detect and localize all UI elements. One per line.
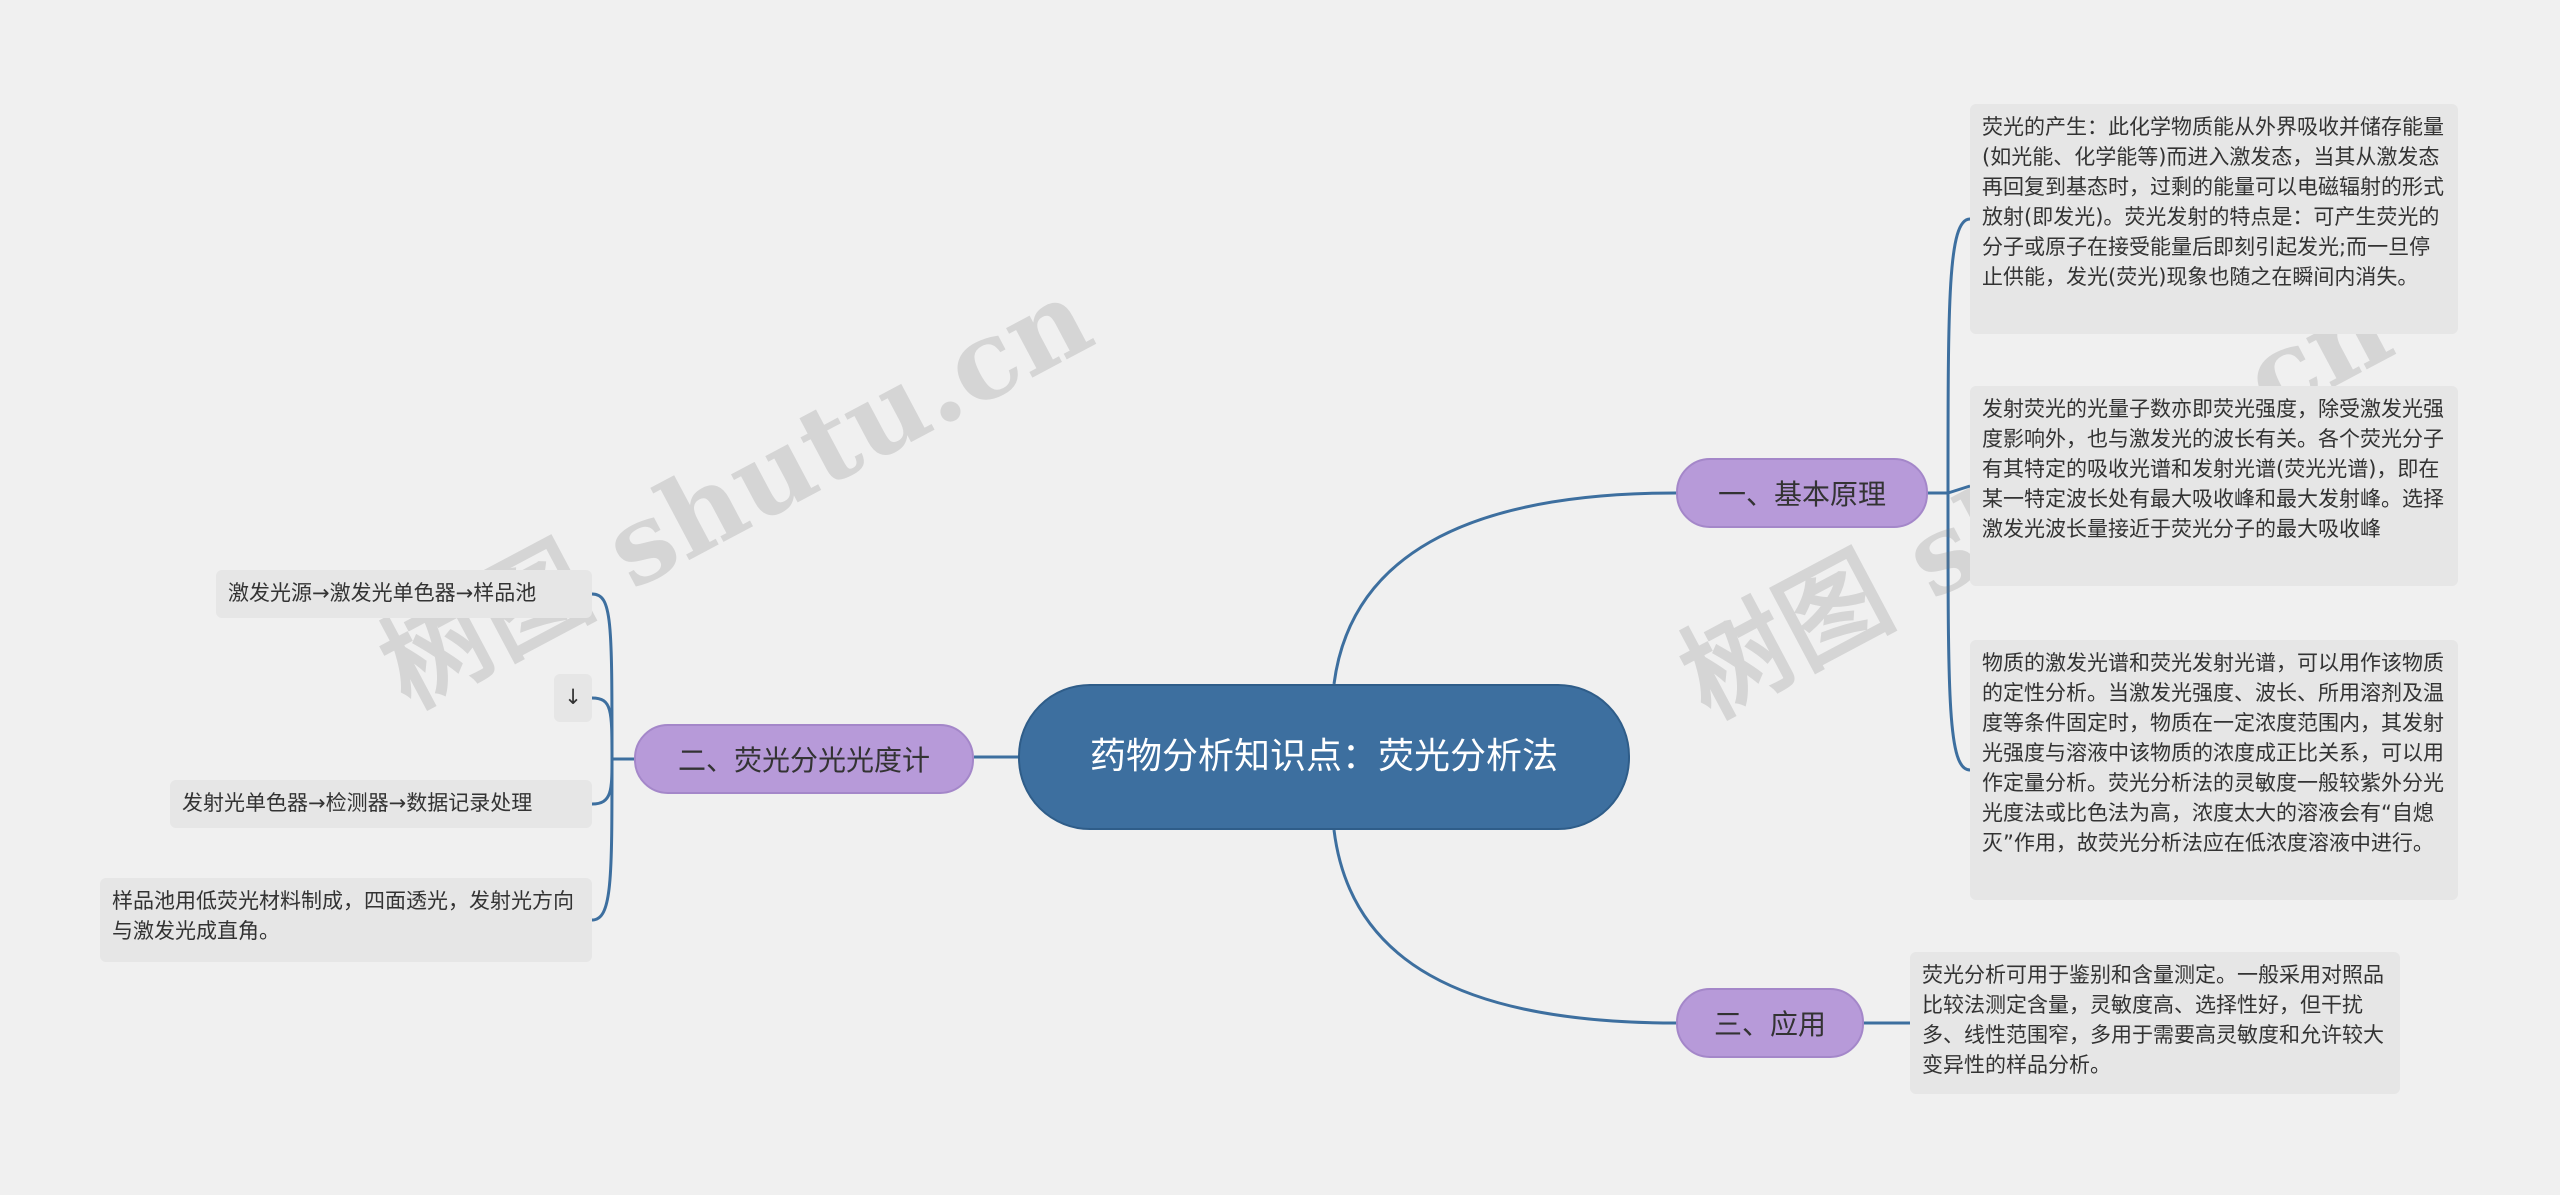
connector-branch2-leaf3	[591, 758, 614, 806]
connector-root-branch3	[1332, 829, 1677, 1025]
branch-spectrofluorometer[interactable]: 二、荧光分光光度计	[634, 724, 974, 794]
root-topic-title: 药物分析知识点：荧光分析法	[1089, 736, 1558, 777]
connector-root-branch1	[1332, 491, 1677, 685]
connector-branch2-leaf2	[591, 696, 614, 760]
leaf-arrow-down[interactable]: ↓	[554, 674, 592, 722]
connector-branch2-leaf4	[591, 758, 614, 922]
branch-label: 一、基本原理	[1717, 478, 1886, 511]
leaf-fluorescence-intensity[interactable]: 发射荧光的光量子数亦即荧光强度，除受激发光强度影响外，也与激发光的波长有关。各个…	[1970, 386, 2458, 586]
leaf-application-detail[interactable]: 荧光分析可用于鉴别和含量测定。一般采用对照品比较法测定含量，灵敏度高、选择性好，…	[1910, 952, 2400, 1094]
connector-branch2-leaf1	[591, 592, 614, 760]
leaf-fluorescence-generation[interactable]: 荧光的产生：此化学物质能从外界吸收并储存能量(如光能、化学能等)而进入激发态，当…	[1970, 104, 2458, 334]
connector-branch1-leaf3	[1946, 492, 1971, 772]
leaf-excitation-path[interactable]: 激发光源→激发光单色器→样品池	[216, 570, 592, 618]
branch-basic-principle[interactable]: 一、基本原理	[1676, 458, 1928, 528]
leaf-qualitative-quantitative[interactable]: 物质的激发光谱和荧光发射光谱，可以用作该物质的定性分析。当激发光强度、波长、所用…	[1970, 640, 2458, 900]
branch-label: 二、荧光分光光度计	[677, 744, 930, 777]
leaf-sample-cell[interactable]: 样品池用低荧光材料制成，四面透光，发射光方向与激发光成直角。	[100, 878, 592, 962]
root-topic[interactable]: 药物分析知识点：荧光分析法	[1018, 684, 1630, 830]
leaf-emission-path[interactable]: 发射光单色器→检测器→数据记录处理	[170, 780, 592, 828]
branch-application[interactable]: 三、应用	[1676, 988, 1864, 1058]
connector-branch1-leaf2	[1947, 484, 1971, 495]
connector-branch1-leaf1	[1946, 217, 1971, 494]
branch-label: 三、应用	[1713, 1008, 1826, 1041]
